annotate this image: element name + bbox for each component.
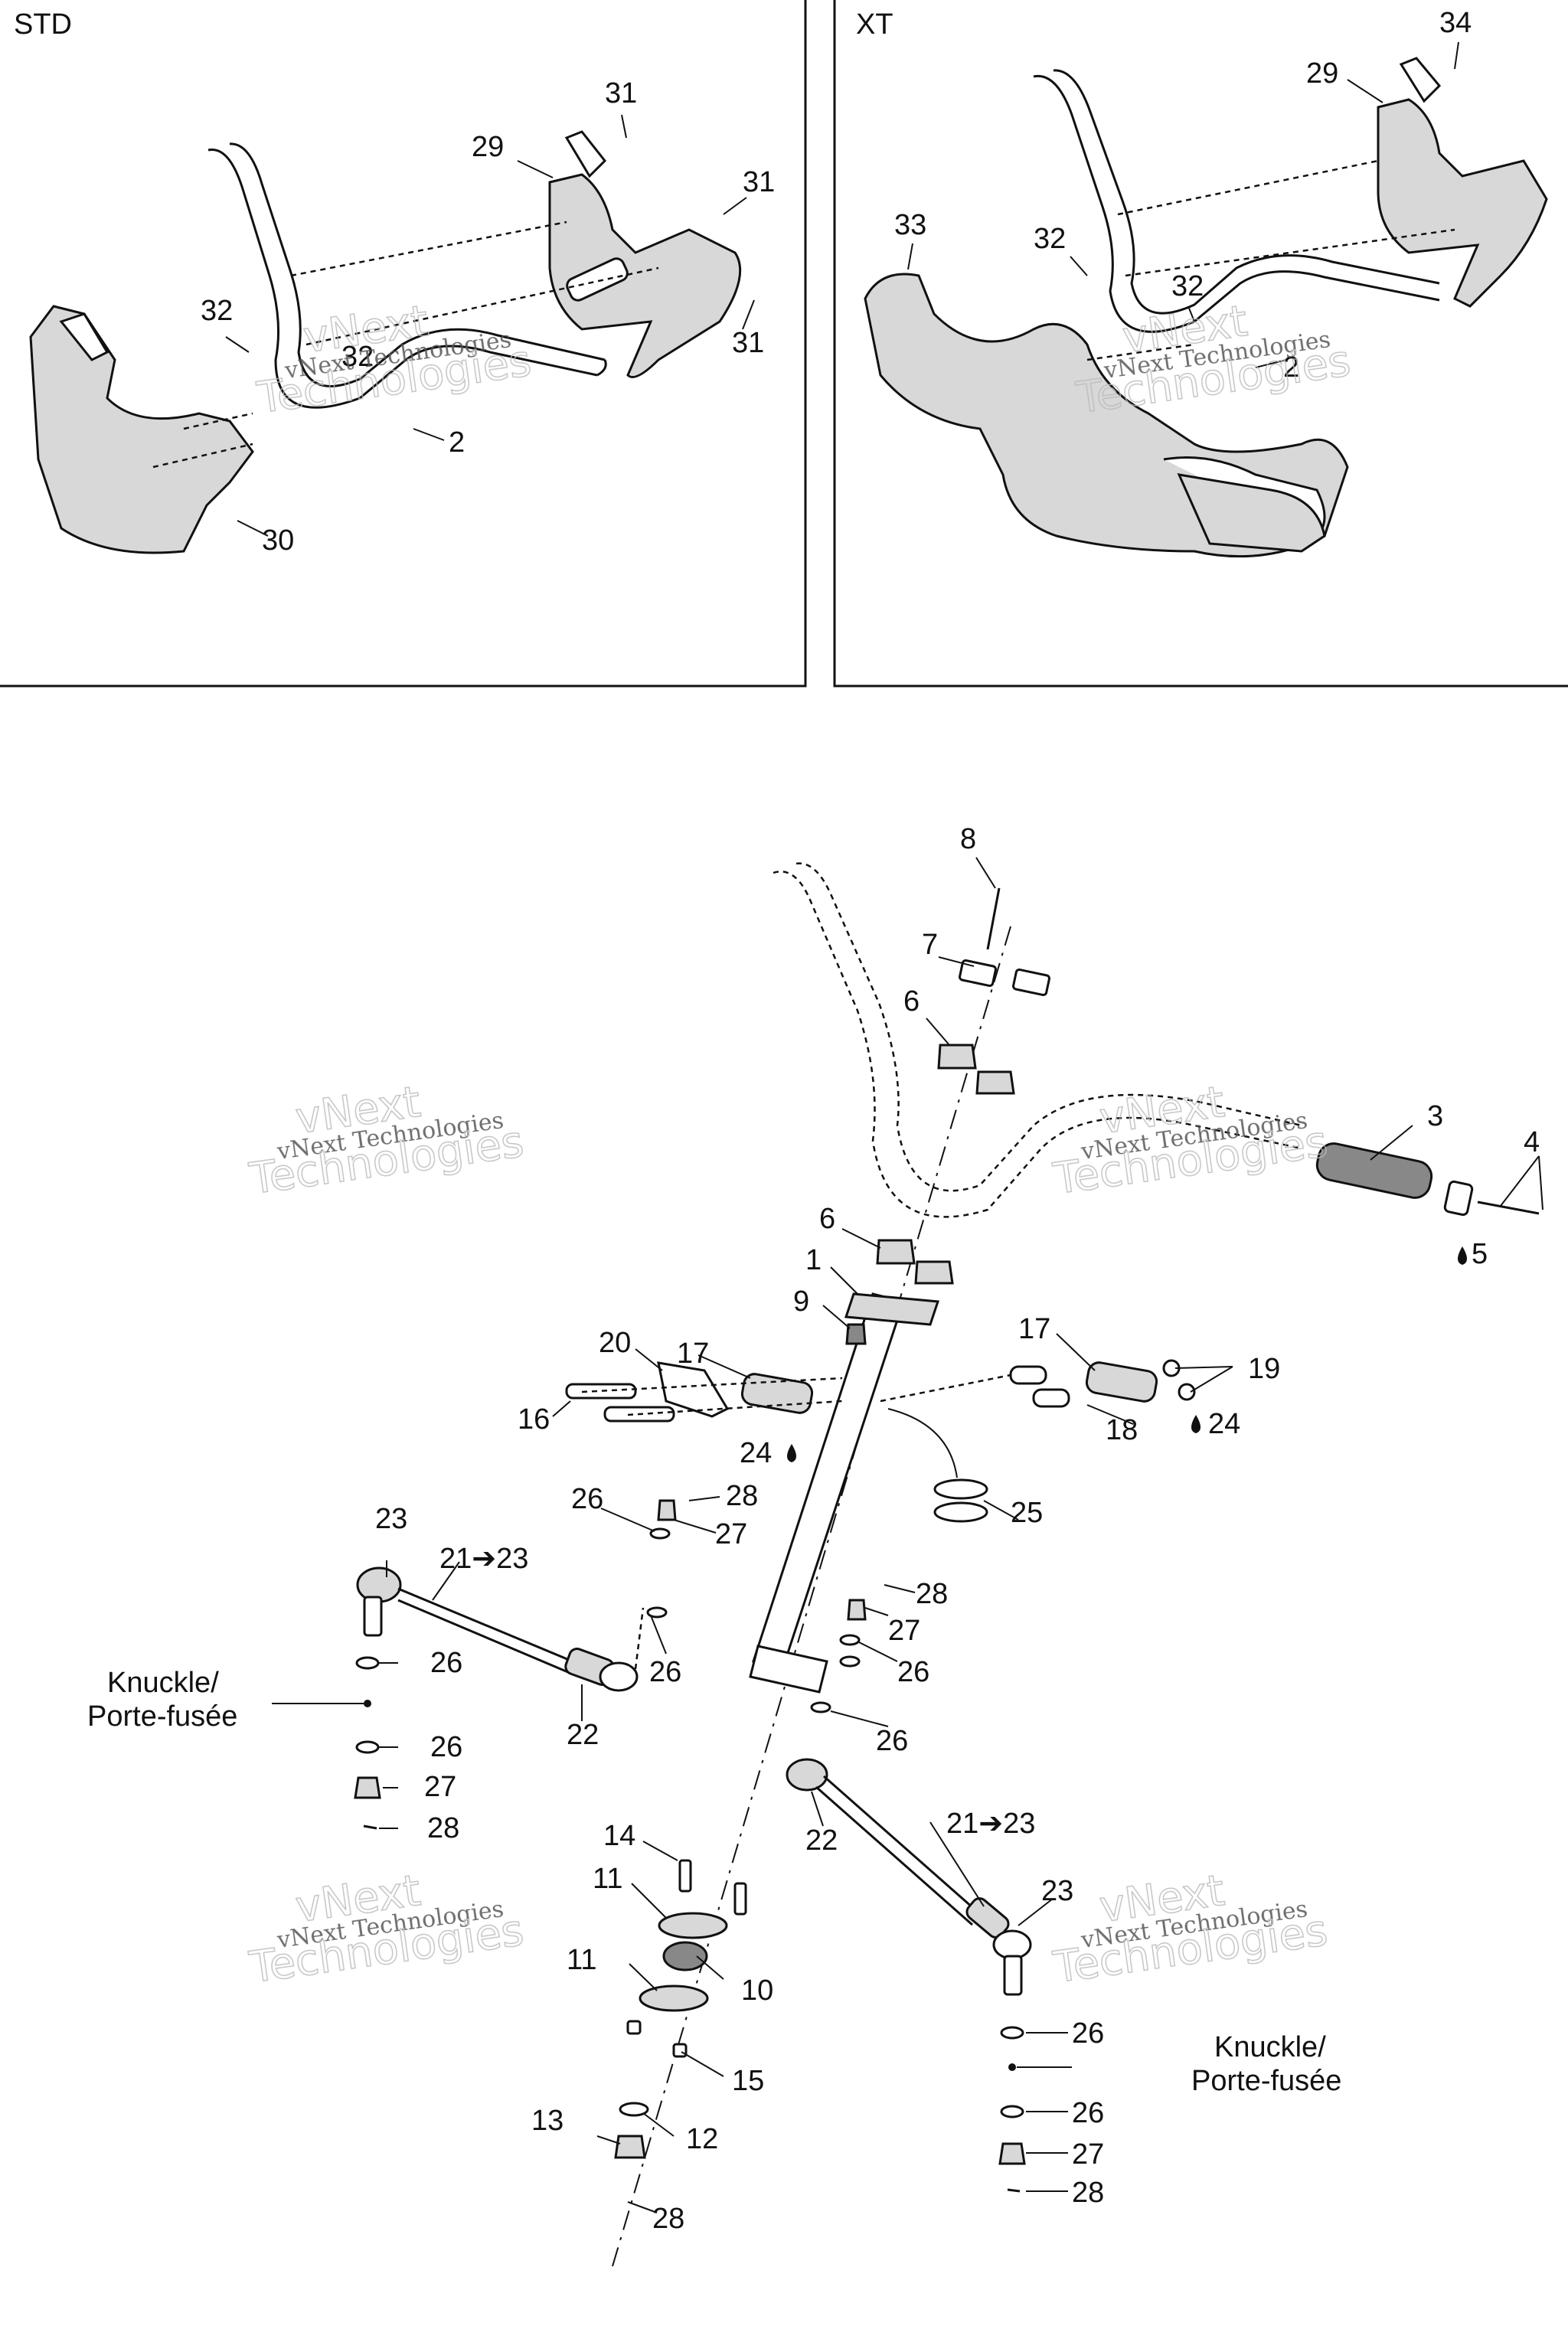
- callout-17b: 17: [1018, 1313, 1050, 1345]
- callout-23a: 23: [375, 1503, 407, 1535]
- grease-drop-icon-5: [1458, 1246, 1467, 1265]
- callout-26a: 26: [571, 1483, 603, 1515]
- callout-15: 15: [732, 2065, 764, 2097]
- lower-bearing-assembly: [614, 1859, 747, 2159]
- xt-handguard-full: [864, 273, 1349, 558]
- std-panel-title: STD: [14, 8, 72, 41]
- callout-std-32a: 32: [201, 295, 233, 327]
- callout-6b: 6: [819, 1203, 835, 1235]
- callout-25: 25: [1011, 1497, 1043, 1529]
- callout-28e: 28: [1072, 2177, 1104, 2209]
- callout-xt-32b: 32: [1171, 270, 1204, 302]
- callout-xt-2: 2: [1283, 351, 1299, 384]
- knuckle-right-line1: Knuckle/: [1214, 2031, 1326, 2063]
- callout-26g: 26: [1072, 2017, 1104, 2050]
- std-handguard-right: [548, 130, 742, 378]
- callout-28b: 28: [916, 1578, 948, 1610]
- callout-std-30: 30: [262, 524, 294, 557]
- callout-std-32b: 32: [341, 341, 374, 373]
- callout-26f: 26: [430, 1731, 462, 1763]
- callout-23b: 23: [1041, 1875, 1073, 1907]
- main-handlebar-phantom: [773, 862, 1302, 1218]
- tie-rod-left: [356, 1566, 645, 1692]
- xt-handguard-right: [1377, 57, 1548, 308]
- xt-panel-title: XT: [856, 8, 893, 41]
- callout-13: 13: [531, 2105, 564, 2137]
- callout-std-31b: 31: [743, 166, 775, 198]
- callout-xt-32a: 32: [1034, 223, 1066, 255]
- callout-9: 9: [793, 1285, 809, 1318]
- callout-18: 18: [1106, 1414, 1138, 1446]
- callout-8: 8: [960, 823, 976, 855]
- knuckle-right-line2: Porte-fusée: [1191, 2065, 1341, 2097]
- callout-26h: 26: [1072, 2097, 1104, 2129]
- knuckle-hardware-right: [998, 2026, 1026, 2193]
- callout-22b: 22: [805, 1824, 838, 1857]
- std-handguard-left: [29, 305, 254, 554]
- std-panel-border: [0, 0, 807, 688]
- callout-std-2: 2: [449, 426, 465, 459]
- std-handlebar: [207, 142, 607, 409]
- xt-panel: XT: [833, 0, 1568, 688]
- callout-27b: 27: [888, 1615, 920, 1647]
- callout-28c: 28: [427, 1812, 459, 1844]
- knuckle-hardware-left: [354, 1499, 867, 1830]
- tie-rod-right: [786, 1758, 1032, 1996]
- xt-leaders: [907, 41, 1459, 368]
- callout-19: 19: [1248, 1353, 1280, 1385]
- callout-std-31c: 31: [732, 327, 764, 359]
- callout-std-31a: 31: [605, 77, 637, 109]
- callout-26b: 26: [897, 1656, 929, 1688]
- callout-28d: 28: [652, 2203, 684, 2235]
- callout-21a: 21➔23: [439, 1543, 528, 1575]
- std-leaders: [152, 114, 755, 537]
- callout-27a: 27: [715, 1518, 747, 1550]
- callout-11b: 11: [567, 1944, 596, 1976]
- callout-6a: 6: [903, 985, 920, 1018]
- callout-7: 7: [922, 929, 938, 961]
- xt-panel-border: [833, 0, 1568, 688]
- callout-10: 10: [741, 1975, 773, 2007]
- callout-5: 5: [1472, 1238, 1488, 1270]
- callout-24a: 24: [740, 1437, 772, 1469]
- callout-14: 14: [603, 1820, 635, 1852]
- xt-handlebar: [1033, 69, 1440, 333]
- knuckle-left-line2: Porte-fusée: [87, 1700, 237, 1733]
- callout-26e: 26: [430, 1647, 462, 1679]
- callout-12: 12: [686, 2123, 718, 2155]
- callout-27c: 27: [424, 1771, 456, 1803]
- grease-drop-icon-24a: [787, 1444, 796, 1462]
- callout-4: 4: [1524, 1126, 1540, 1158]
- callout-std-29: 29: [472, 131, 504, 163]
- callout-24b: 24: [1208, 1408, 1240, 1440]
- callout-17a: 17: [677, 1338, 709, 1370]
- std-panel: STD: [0, 0, 807, 688]
- callout-16: 16: [518, 1403, 550, 1436]
- knuckle-left-line1: Knuckle/: [107, 1667, 219, 1699]
- callout-27d: 27: [1072, 2138, 1104, 2171]
- callout-xt-29: 29: [1306, 57, 1338, 90]
- steering-column: [749, 1292, 940, 1694]
- steering-centerline: [612, 926, 1011, 2267]
- callout-26d: 26: [876, 1725, 908, 1757]
- main-leaders: [272, 857, 1544, 2213]
- grease-drop-icon-24b: [1191, 1415, 1200, 1433]
- callout-1: 1: [805, 1244, 822, 1276]
- callout-26c: 26: [649, 1656, 681, 1688]
- callout-3: 3: [1427, 1100, 1443, 1132]
- callout-xt-34: 34: [1439, 7, 1472, 39]
- grip: [1315, 1142, 1540, 1217]
- callout-11a: 11: [593, 1863, 622, 1895]
- callout-22a: 22: [567, 1719, 599, 1751]
- callout-21b: 21➔23: [946, 1808, 1035, 1840]
- hardware: [845, 887, 1050, 1345]
- upper-bushing-assembly: [565, 1359, 1196, 1523]
- callout-20: 20: [599, 1327, 631, 1359]
- callout-28a: 28: [726, 1480, 758, 1512]
- callout-xt-33: 33: [894, 209, 926, 241]
